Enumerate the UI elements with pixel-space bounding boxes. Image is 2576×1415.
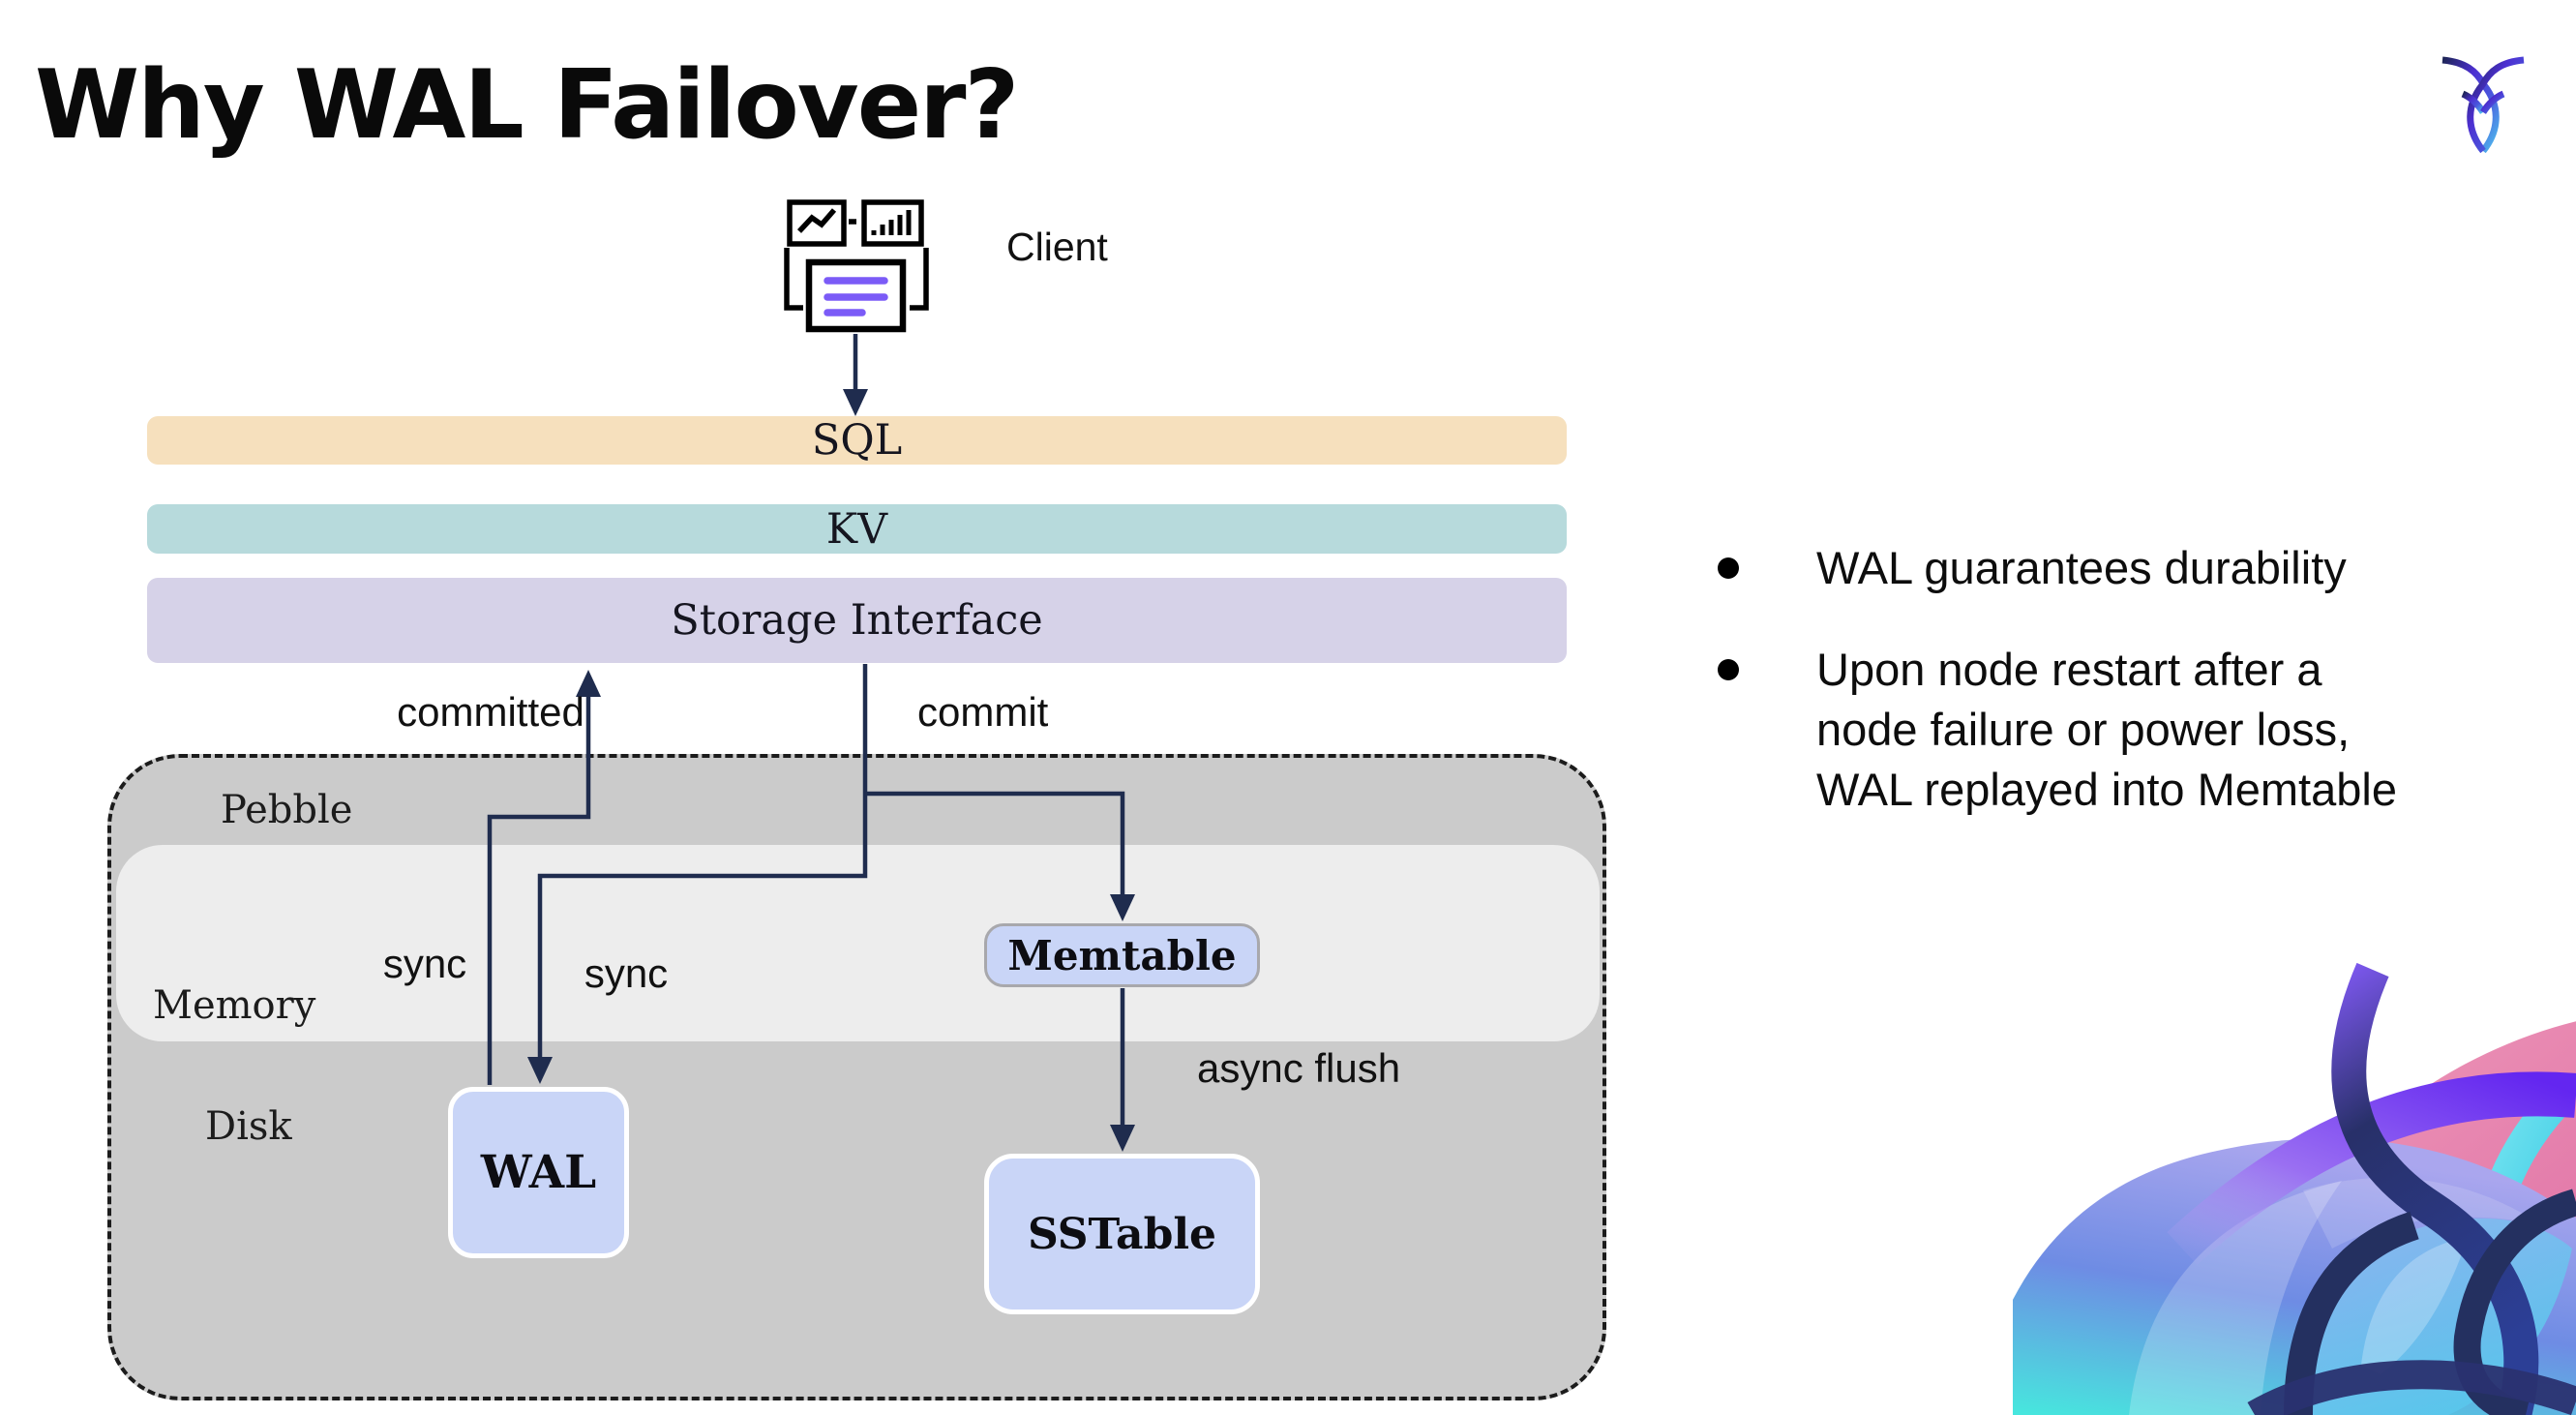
- sql-layer-label: SQL: [811, 416, 903, 465]
- memory-band: [116, 845, 1600, 1041]
- sstable-node: SSTable: [984, 1154, 1260, 1314]
- brand-leaf-sheen: [2361, 1237, 2468, 1374]
- cockroach-logo-icon: [2441, 56, 2525, 154]
- sql-layer-bar: SQL: [147, 416, 1567, 465]
- cockroachdb-brand-art: [2013, 962, 2576, 1415]
- sync-down-edge-label: sync: [584, 950, 669, 996]
- wal-node: WAL: [448, 1087, 629, 1258]
- pebble-label: Pebble: [221, 788, 353, 832]
- async-flush-edge-label: async flush: [1197, 1045, 1401, 1091]
- brand-leaf-outline: [2453, 1189, 2576, 1415]
- committed-edge-label: committed: [397, 689, 584, 735]
- sync-up-edge-label: sync: [382, 941, 467, 986]
- sstable-node-label: SSTable: [1027, 1209, 1217, 1259]
- bullet-item-replay: Upon node restart after a node failure o…: [1816, 644, 2397, 815]
- brand-sheen: [2129, 1181, 2342, 1415]
- memtable-node-label: Memtable: [1007, 931, 1237, 979]
- storage-interface-label: Storage Interface: [671, 596, 1043, 645]
- arrowhead-client: [843, 389, 868, 416]
- storage-interface-layer-bar: Storage Interface: [147, 578, 1567, 663]
- memtable-node: Memtable: [984, 923, 1260, 987]
- bullet-icon: [1718, 557, 1739, 579]
- kv-layer-bar: KV: [147, 504, 1567, 554]
- commit-edge-label: commit: [917, 689, 1049, 735]
- brand-navy-arc: [2331, 962, 2539, 1415]
- bullet-icon: [1718, 659, 1739, 680]
- client-terminal-icon: [784, 199, 929, 333]
- page-title: Why WAL Failover?: [35, 50, 1019, 161]
- client-label: Client: [1006, 225, 1108, 269]
- bullet-item-durability: WAL guarantees durability: [1816, 542, 2347, 593]
- memory-label: Memory: [153, 983, 316, 1028]
- wal-node-label: WAL: [480, 1146, 597, 1199]
- disk-label: Disk: [205, 1104, 292, 1149]
- brand-bottom-band: [2247, 1360, 2576, 1415]
- kv-layer-label: KV: [825, 504, 888, 554]
